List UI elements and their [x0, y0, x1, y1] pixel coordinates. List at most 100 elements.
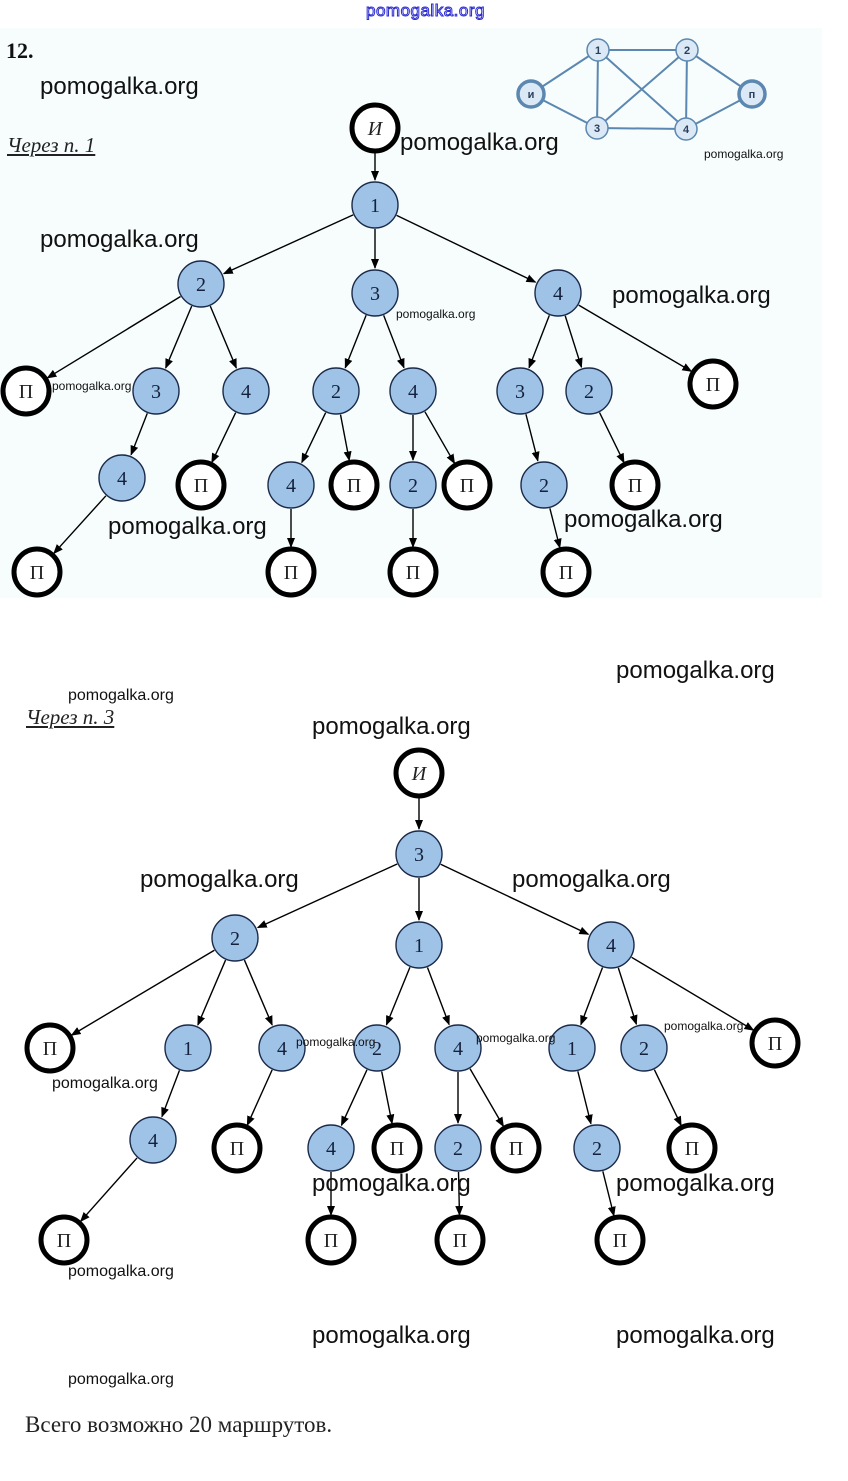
route-edge — [161, 1070, 181, 1118]
node-label: П — [43, 1038, 57, 1060]
route-edge — [197, 959, 227, 1026]
node-label: 2 — [639, 1038, 649, 1060]
watermark: pomogalka.org — [616, 1322, 775, 1349]
route-edge — [525, 414, 540, 462]
graph-edge — [596, 127, 687, 130]
route-node — [164, 1024, 212, 1072]
node-label: 2 — [584, 381, 594, 403]
node-label: П — [706, 374, 720, 396]
watermark: pomogalka.org — [40, 226, 199, 253]
end-node — [594, 1214, 646, 1266]
node-label: П — [324, 1230, 338, 1252]
graph-node-label: 3 — [594, 123, 600, 135]
node-label: П — [19, 381, 33, 403]
route-edge — [46, 295, 181, 379]
end-node — [609, 459, 661, 511]
route-node — [587, 921, 635, 969]
node-label: П — [509, 1138, 523, 1160]
node-label: 2 — [372, 1038, 382, 1060]
route-node — [620, 1024, 668, 1072]
watermark: pomogalka.org — [704, 147, 784, 161]
graph-node — [675, 38, 699, 62]
route-edge — [246, 1069, 273, 1127]
node-label: 2 — [592, 1138, 602, 1160]
watermark: pomogalka.org — [296, 1035, 376, 1049]
route-node — [211, 914, 259, 962]
graph-node — [585, 116, 609, 140]
route-node — [351, 181, 399, 229]
route-node — [389, 461, 437, 509]
node-label: 2 — [408, 475, 418, 497]
section-title-via-3: Через п. 3 — [26, 705, 115, 729]
route-edge — [165, 305, 193, 369]
route-edge — [424, 411, 456, 465]
watermark: pomogalka.org — [52, 379, 132, 393]
watermark: pomogalka.org — [40, 73, 199, 100]
watermark: pomogalka.org — [400, 129, 559, 156]
route-edge — [578, 304, 693, 372]
tree-edges — [70, 797, 755, 1223]
route-edge — [549, 508, 562, 549]
route-edge — [383, 315, 405, 369]
node-label: П — [559, 562, 573, 584]
node-label: П — [685, 1138, 699, 1160]
node-label: 3 — [414, 844, 424, 866]
watermark: pomogalka.org — [616, 657, 775, 684]
route-edge — [598, 412, 625, 464]
route-edge — [222, 214, 354, 275]
route-node — [434, 1024, 482, 1072]
route-node — [132, 367, 180, 415]
route-node — [267, 461, 315, 509]
route-edge — [381, 1071, 395, 1125]
route-edge — [426, 967, 450, 1026]
graph-node — [737, 79, 767, 109]
route-node — [520, 461, 568, 509]
route-edge — [344, 315, 367, 369]
watermark: pomogalka.org — [68, 687, 174, 704]
route-node — [565, 367, 613, 415]
route-edge — [130, 413, 148, 456]
node-label: И — [367, 118, 384, 140]
route-edge — [301, 412, 327, 464]
watermark: pomogalka.org — [312, 1322, 471, 1349]
node-label: 4 — [326, 1138, 336, 1160]
route-node — [222, 367, 270, 415]
node-label: П — [453, 1230, 467, 1252]
node-label: П — [347, 475, 361, 497]
watermark: pomogalka.org — [312, 1170, 471, 1197]
node-label: 3 — [515, 381, 525, 403]
node-label: 3 — [151, 381, 161, 403]
route-edge — [385, 966, 411, 1026]
watermark: pomogalka.org — [616, 1170, 775, 1197]
graph-node-label: 1 — [595, 45, 601, 57]
end-node — [175, 459, 227, 511]
end-node — [666, 1122, 718, 1174]
route-edge — [70, 949, 215, 1036]
route-edge — [209, 305, 237, 369]
route-edge — [79, 1157, 138, 1223]
node-label: 4 — [553, 283, 563, 305]
node-label: И — [411, 763, 428, 785]
route-edge — [602, 1171, 616, 1217]
node-label: 4 — [453, 1038, 463, 1060]
end-node — [387, 546, 439, 598]
node-label: 4 — [277, 1038, 287, 1060]
end-node — [11, 546, 63, 598]
node-label: П — [30, 562, 44, 584]
node-label: 2 — [230, 928, 240, 950]
node-label: П — [57, 1230, 71, 1252]
node-label: 2 — [539, 475, 549, 497]
end-node — [38, 1214, 90, 1266]
graph-edge — [596, 49, 688, 129]
node-label: 1 — [567, 1038, 577, 1060]
node-label: П — [284, 562, 298, 584]
watermark: pomogalka.org — [476, 1031, 556, 1045]
route-node — [534, 269, 582, 317]
start-node — [393, 747, 445, 799]
node-label: 2 — [331, 381, 341, 403]
end-node — [211, 1122, 263, 1174]
